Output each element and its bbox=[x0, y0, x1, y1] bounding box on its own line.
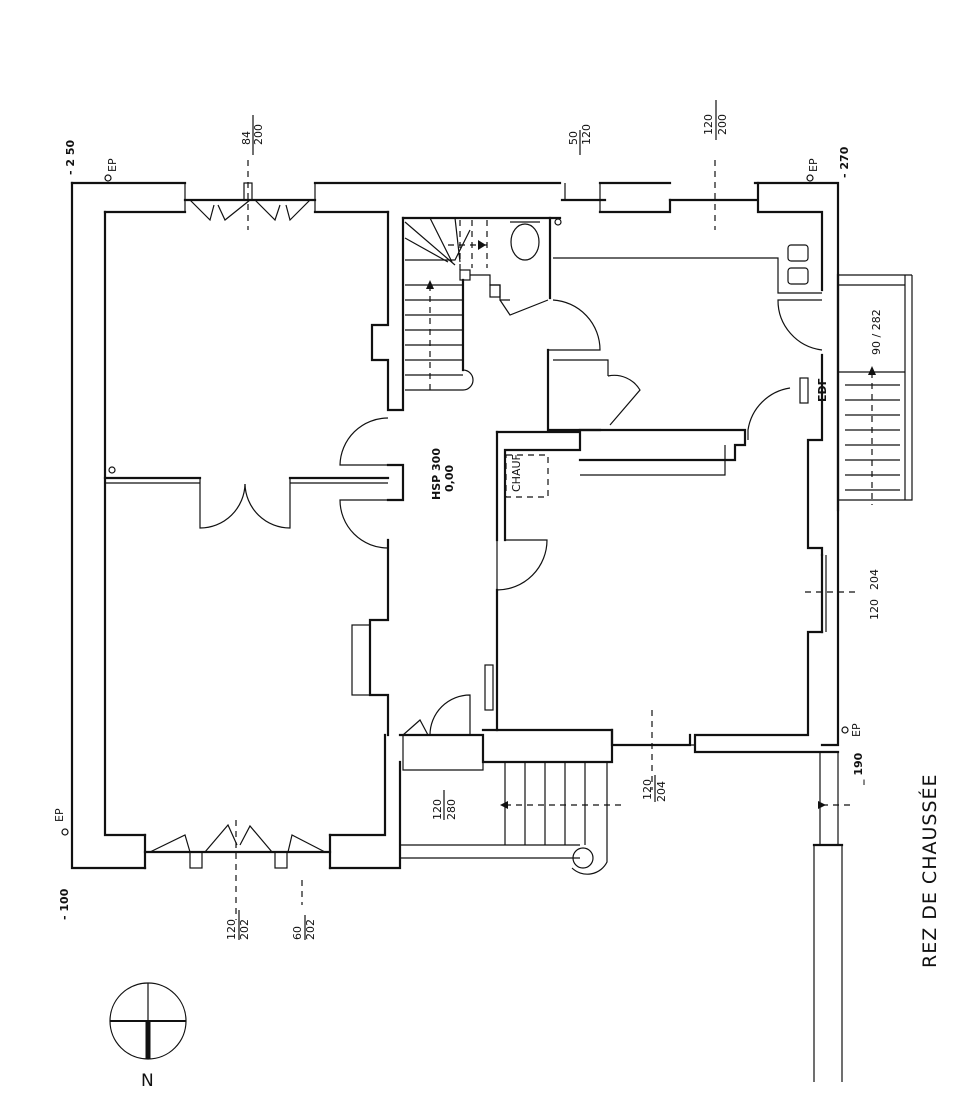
dim-width: 60 bbox=[291, 926, 304, 940]
top-windows bbox=[183, 160, 760, 230]
ep-label: EP bbox=[850, 723, 863, 737]
entry-area bbox=[398, 694, 625, 875]
toilet-icon bbox=[510, 223, 540, 261]
north-arrow: N bbox=[109, 982, 187, 1091]
drain-points: EP EP EP EP bbox=[53, 158, 863, 836]
dim-height: 280 bbox=[445, 799, 458, 820]
radiator-icon bbox=[484, 664, 494, 711]
internal-staircase bbox=[401, 216, 562, 395]
drawing-title: REZ DE CHAUSSÉE bbox=[918, 773, 941, 968]
side-path bbox=[812, 752, 852, 1082]
dim-width: 120 bbox=[702, 114, 715, 135]
boiler-label: CHAUF bbox=[510, 454, 523, 492]
level-marks: - 2 50 - 270 - 100 _ 190 bbox=[58, 139, 865, 920]
drain-pipe-icon bbox=[104, 174, 112, 182]
dim-width: 120 bbox=[225, 919, 238, 940]
level-mark-bottom-left: - 100 bbox=[58, 888, 71, 920]
left-rooms bbox=[103, 210, 405, 737]
dim-width: 120 bbox=[868, 599, 881, 620]
dim-height: 202 bbox=[238, 919, 251, 940]
dim-height: 200 bbox=[716, 114, 729, 135]
dim-height: 200 bbox=[252, 124, 265, 145]
stair-direction-arrow bbox=[868, 366, 876, 375]
living-room: CHAUF bbox=[481, 428, 860, 790]
electric-meter-icon bbox=[799, 377, 809, 404]
stair-direction-arrow bbox=[818, 801, 826, 809]
bottom-left-windows bbox=[143, 820, 332, 920]
stair-direction-arrow bbox=[426, 280, 434, 289]
level-mark-bottom-right: _ 190 bbox=[852, 752, 865, 785]
dim-width: 120 bbox=[431, 799, 444, 820]
drain-pipe-icon bbox=[806, 174, 814, 182]
drain-pipe-icon bbox=[108, 466, 116, 474]
drain-pipe-icon bbox=[841, 726, 849, 734]
dim-width: 120 bbox=[641, 779, 654, 800]
dim-height: 204 bbox=[655, 781, 668, 802]
north-label: N bbox=[141, 1071, 154, 1091]
drain-pipe-icon bbox=[61, 828, 69, 836]
dim-height: 202 bbox=[304, 919, 317, 940]
wc-kitchen: EDF bbox=[499, 216, 829, 440]
exterior-walls bbox=[70, 181, 840, 870]
level-mark-top-right: - 270 bbox=[838, 146, 851, 178]
stair-direction-arrow bbox=[500, 801, 508, 809]
dim-height: 204 bbox=[868, 569, 881, 590]
hall-level-label: 0,00 bbox=[443, 465, 456, 492]
hall-height-label: HSP 300 bbox=[430, 448, 443, 500]
level-mark-top-left: - 2 50 bbox=[64, 139, 77, 175]
stair-dimension-label: 90 / 282 bbox=[870, 309, 883, 355]
dim-height: 120 bbox=[580, 124, 593, 145]
edf-label: EDF bbox=[816, 378, 829, 402]
dim-width: 84 bbox=[240, 131, 253, 145]
ep-label: EP bbox=[53, 808, 66, 822]
ep-label: EP bbox=[106, 158, 119, 172]
external-staircase-right: 90 / 282 bbox=[836, 273, 913, 512]
ep-label: EP bbox=[807, 158, 820, 172]
hall-label: HSP 300 0,00 bbox=[430, 448, 456, 500]
opening-dimensions: 84 200 50 120 120 200 120 204 120 204 12… bbox=[225, 100, 881, 940]
sink-icon bbox=[787, 267, 809, 285]
boiler-outline bbox=[505, 454, 549, 498]
sink-icon bbox=[787, 244, 809, 262]
dim-width: 50 bbox=[567, 131, 580, 145]
stair-direction-arrow bbox=[478, 240, 486, 250]
